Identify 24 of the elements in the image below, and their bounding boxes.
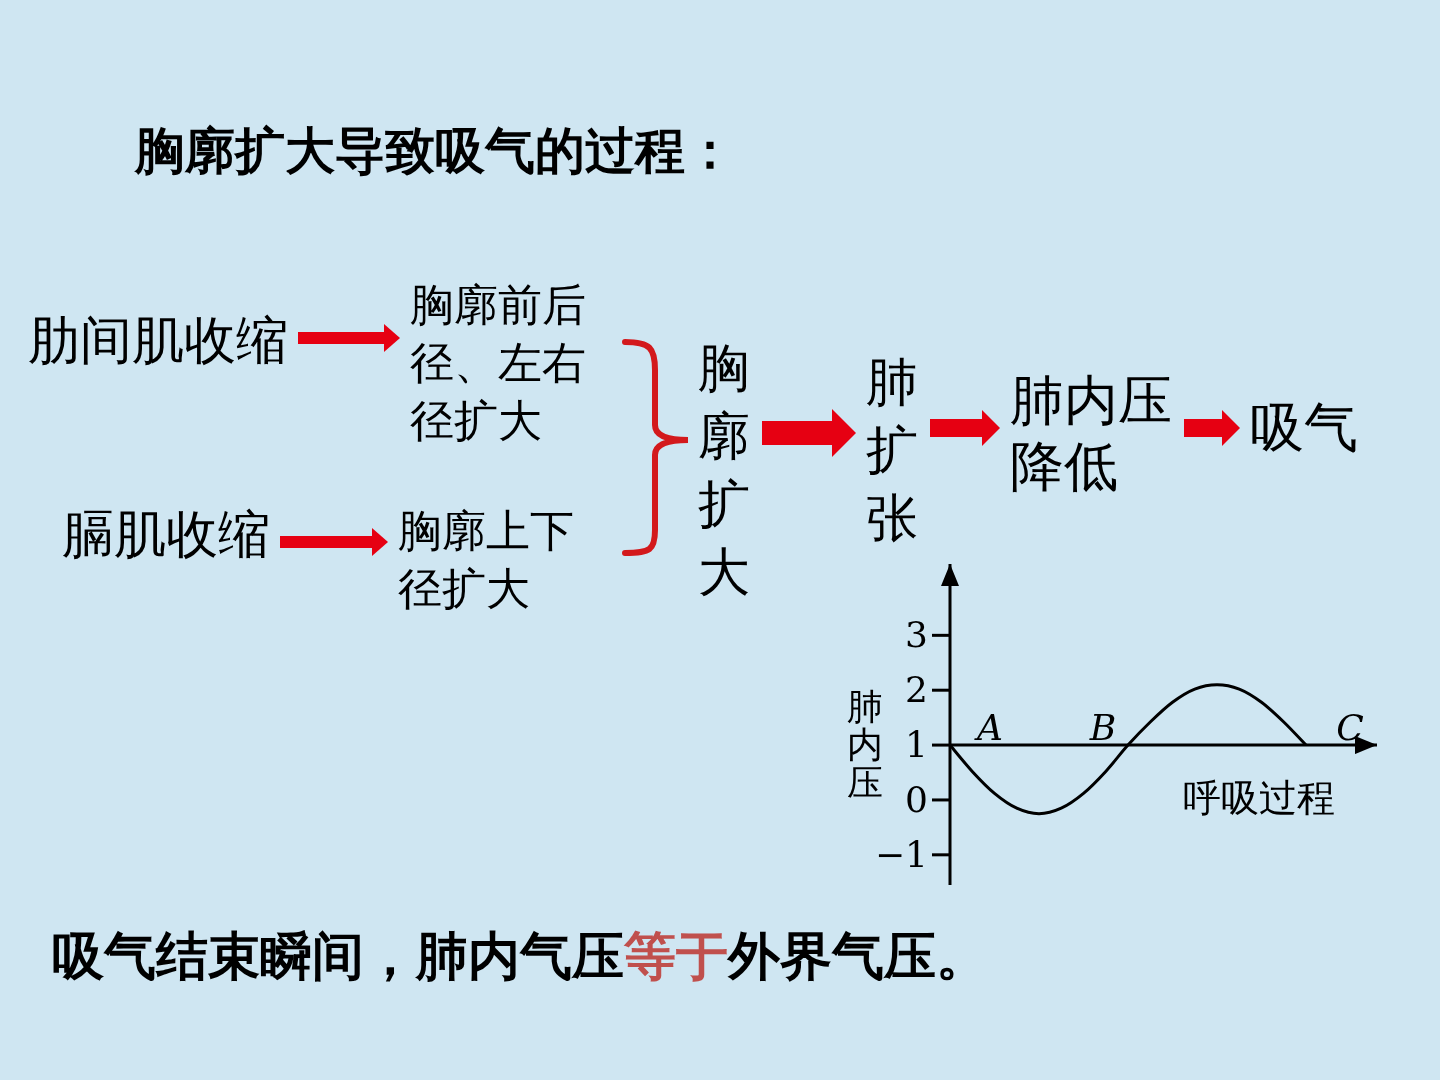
arrow <box>762 409 856 457</box>
axis-title: 肺内压 <box>847 686 883 804</box>
step-text: 肋间肌收缩 <box>28 308 288 373</box>
tick-label: 2 <box>905 669 928 711</box>
slide-title: 胸廓扩大导致吸气的过程： <box>135 121 735 182</box>
vertical-step-text: 胸廓扩大 <box>698 334 752 606</box>
axis-title: 呼吸过程 <box>1183 776 1335 821</box>
arrow <box>930 410 1000 446</box>
vertical-step-text: 肺扩张 <box>866 348 920 552</box>
tick-label: 1 <box>905 724 928 766</box>
step-text: 胸廓前后径、左右径扩大 <box>410 276 588 450</box>
arrow <box>280 528 388 556</box>
point-label: C <box>1336 707 1364 749</box>
tick-label: −1 <box>874 833 928 875</box>
tick-label: 3 <box>905 614 928 656</box>
step-text: 吸气 <box>1250 394 1358 462</box>
arrow <box>298 324 400 352</box>
step-text: 肺内压降低 <box>1010 368 1174 500</box>
summary-sentence: 吸气结束瞬间，肺内气压等于外界气压。 <box>52 925 988 988</box>
tick-label: 0 <box>905 778 928 820</box>
step-text: 膈肌收缩 <box>62 502 270 567</box>
step-text: 胸廓上下径扩大 <box>398 502 576 618</box>
point-label: B <box>1089 707 1117 749</box>
arrow <box>1184 410 1240 446</box>
